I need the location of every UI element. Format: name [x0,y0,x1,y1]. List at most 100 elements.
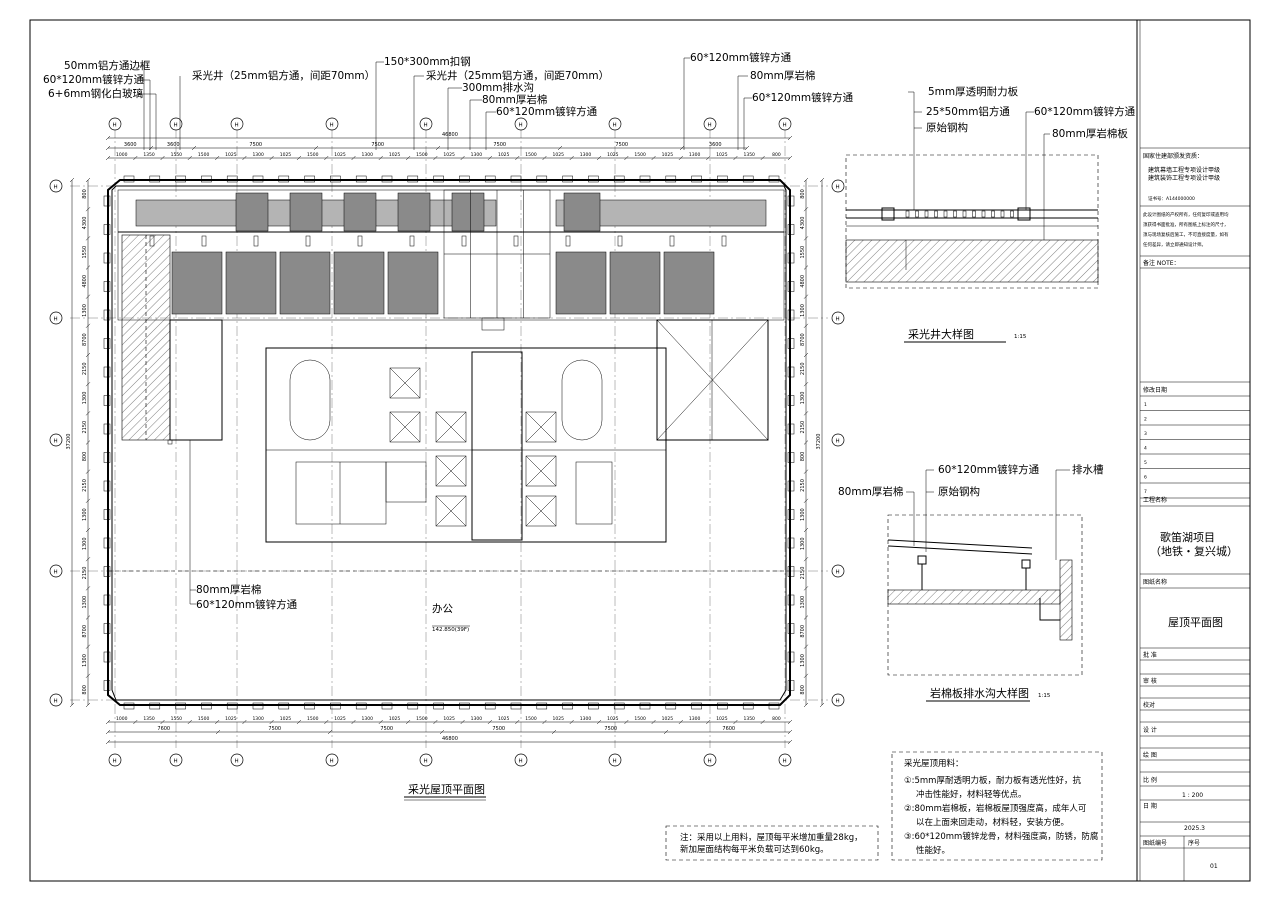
grid-bubble-label: H [836,317,840,323]
grid-bubble [608,117,622,131]
dimension-label: 1300 [82,304,88,317]
callout-skylight-2: 采光井（25mm铝方通，间距70mm） [426,69,609,82]
grid-bubble-label: H [613,759,617,765]
tb-note-label: 备注 NOTE： [1143,259,1180,267]
dimension-label: 1000 [116,152,128,158]
tb-project-label: 工程名称 [1143,496,1167,504]
grid-bubble [831,179,845,193]
dimension-label: 2150 [800,567,806,580]
tb-review: 审 核 [1143,677,1157,685]
tb-drawing-name: 屋顶平面图 [1168,616,1223,629]
dimension-label: 1025 [498,716,510,722]
grid-bubble-label: H [836,699,840,705]
materials-item-2a: ②:80mm岩棉板，岩棉板屋顶强度高，成年人可 [904,803,1087,814]
dimension-label: 800 [800,452,806,462]
grid-bubble [419,117,433,131]
skylight-well-detail: 5mm厚透明耐力板 25*50mm铝方通 原始钢构 60*120mm镀锌方通 8… [845,85,1136,343]
grid-bubble-label: H [519,123,523,129]
detail1-label-al-tube: 25*50mm铝方通 [926,105,1010,118]
dimension-label: 1500 [307,716,319,722]
dimension-label: 7500 [380,726,393,732]
grid-bubble [230,117,244,131]
grid-bubble-label: H [54,570,58,576]
dimension-label: 1500 [525,152,537,158]
dimension-label: 1500 [307,152,319,158]
dimension-label: 37200 [816,434,822,450]
tb-sequence-value: 01 [1210,863,1218,870]
tb-qualification-2: 建筑装饰工程专项设计甲级 [1148,174,1220,182]
skylight-panels [117,189,785,331]
dimension-label: 800 [800,189,806,199]
detail2-label-rockwool: 80mm厚岩棉 [838,485,903,498]
dimension-label: 1300 [580,152,592,158]
dimension-label: 1025 [280,152,292,158]
grid-bubble-label: H [174,123,178,129]
materials-heading: 采光屋顶用料： [904,758,964,769]
grid-bubble [831,564,845,578]
dimension-label: 1300 [800,654,806,667]
dimension-label: 4800 [800,275,806,288]
dimension-label: 46800 [442,132,458,138]
tb-revision-row: 4 [1144,446,1147,452]
materials-item-2b: 以在上面来回走动，材料轻，安装方便。 [916,817,1069,828]
dimension-label: 7500 [493,142,506,148]
tb-disclaimer-1: 此设计图纸的产权所有，任何复印或盗用均 [1143,211,1229,218]
dimension-label: 1500 [416,152,428,158]
grid-bubble-label: H [783,759,787,765]
grid-bubble-label: H [54,185,58,191]
tb-qualification-heading: 国家住建部颁发资质： [1143,152,1203,160]
grid-bubble-label: H [708,123,712,129]
grid-bubble [325,117,339,131]
grid-bubble [169,753,183,767]
dimension-label: 1300 [800,304,806,317]
load-note: 注：采用以上用料，屋顶每平米增加重量28kg， 新加屋面结构每平米负载可达到60… [665,825,879,861]
dimension-label: 1550 [171,716,183,722]
grid-bubble [831,433,845,447]
callout-steel-tube-1: 60*120mm镀锌方通 [43,73,145,86]
tb-approve: 批 准 [1143,651,1157,659]
dimension-label: 1025 [716,152,728,158]
grid-bubble [831,693,845,707]
detail1-title: 采光井大样图 [908,327,974,341]
grid-bubble [703,753,717,767]
dimension-label: 800 [800,685,806,695]
dimension-label: 1025 [225,152,237,158]
tb-sequence-label: 序号 [1188,839,1200,847]
materials-item-3a: ③:60*120mm镀锌龙骨，材料强度高，防锈，防腐 [904,831,1099,842]
tb-date-label: 日 期 [1143,802,1157,810]
callout-drain: 300mm排水沟 [462,81,534,94]
grid-bubble [419,753,433,767]
dimension-label: 1025 [553,716,565,722]
materials-item-3b: 性能好。 [916,845,950,856]
dimension-label: 1025 [716,716,728,722]
plan-title: 采光屋顶平面图 [408,782,485,796]
grid-bubble-label: H [613,123,617,129]
grid-bubble [831,311,845,325]
dimension-label: 8700 [800,625,806,638]
dimension-label: 1300 [800,596,806,609]
dimension-label: 7500 [615,142,628,148]
dimension-label: 1025 [607,152,619,158]
dimension-label: 3600 [124,142,137,148]
tb-scale-value: 1 : 200 [1182,792,1203,799]
callout-rockwool-2: 80mm厚岩棉 [750,69,815,82]
note-line-2: 新加屋面结构每平米负载可达到60kg。 [680,844,829,855]
dimension-label: 8700 [82,625,88,638]
dimension-label: 3600 [709,142,722,148]
dimension-label: 7500 [249,142,262,148]
dimension-label: 7500 [371,142,384,148]
tb-revision-row: 3 [1144,431,1147,437]
dimension-label: 1025 [389,716,401,722]
title-block-frame [1136,19,1251,882]
dimension-label: 1500 [634,716,646,722]
dimension-label: 2150 [82,362,88,375]
dimension-label: 1025 [607,716,619,722]
dimension-label: 800 [82,452,88,462]
dimension-label: 1025 [443,152,455,158]
dimension-label: 800 [82,189,88,199]
note-line-1: 注：采用以上用料，屋顶每平米增加重量28kg， [680,832,863,843]
dimension-label: 7500 [604,726,617,732]
tb-drawing-no-label: 图纸编号 [1143,839,1167,847]
tb-disclaimer-4: 任何差异，请立即通知设计师。 [1143,241,1206,248]
